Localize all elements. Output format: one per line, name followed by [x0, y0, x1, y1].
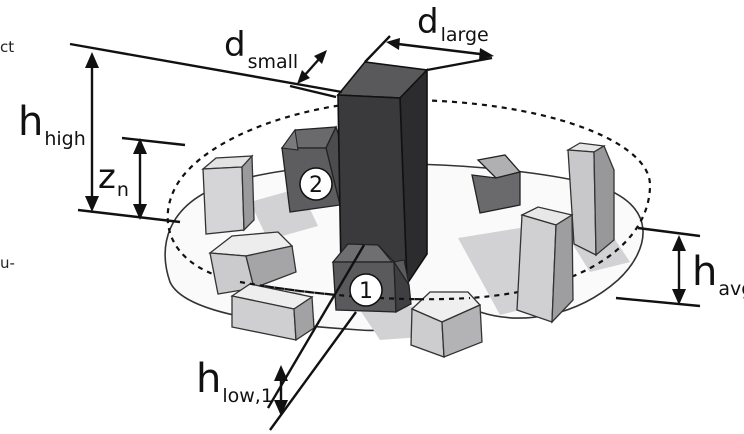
marker-1-text: 1	[359, 279, 373, 304]
marker-2-text: 2	[309, 173, 323, 198]
label-h-low-1: hlow,1	[196, 356, 273, 407]
building-right-dark	[471, 154, 522, 214]
h-high-arrowhead-top	[85, 52, 99, 68]
h-high-top-extension	[69, 42, 343, 94]
label-h-avg-main: h	[692, 249, 717, 295]
building-left-gable	[208, 231, 297, 295]
label-h-high: hhigh	[18, 99, 86, 150]
average-height-ring-front	[239, 280, 471, 301]
label-h-high-sub: high	[44, 128, 85, 150]
label-h-avg: havg	[692, 249, 744, 300]
building-tall-tower	[336, 61, 429, 287]
label-d-small-main: d	[224, 25, 246, 65]
z-n-top-extension	[121, 136, 186, 147]
marker-2: 2	[299, 167, 333, 201]
z-n-arrowhead-top	[133, 138, 147, 154]
label-z-n: zn	[98, 157, 129, 201]
label-h-avg-sub: avg	[718, 278, 744, 300]
h-low-arrowhead-top	[274, 365, 288, 381]
label-d-small-sub: small	[248, 51, 299, 73]
d-large-arrowhead-right	[479, 48, 494, 60]
label-z-n-sub: n	[117, 179, 129, 201]
label-d-large-sub: large	[441, 24, 489, 46]
building-right-front	[516, 206, 574, 324]
label-h-low-1-main: h	[196, 356, 221, 402]
h-low-arrowhead-bottom	[274, 400, 288, 416]
d-small-arrowhead-b	[314, 50, 327, 64]
h-avg-top-extension	[637, 226, 701, 238]
label-d-large-main: d	[417, 2, 439, 42]
cropped-text-top: ct	[0, 38, 14, 56]
d-small-extension	[289, 84, 337, 99]
h-avg-bottom-extension	[615, 296, 701, 308]
h-low-extension-b	[269, 311, 357, 431]
building-front-right	[410, 291, 483, 358]
z-n-arrowhead-bottom	[133, 204, 147, 220]
ground-extension-line	[77, 208, 181, 224]
label-h-high-main: h	[18, 99, 43, 145]
d-small-arrowhead-a	[297, 70, 310, 84]
label-h-low-1-sub: low,1	[222, 385, 273, 407]
marker-1: 1	[349, 273, 383, 307]
d-large-ext-right	[426, 56, 493, 72]
building-left-tall	[201, 154, 255, 235]
d-small-arrow	[303, 57, 321, 77]
d-large-arrow	[397, 42, 481, 56]
h-avg-arrowhead-bottom	[672, 289, 686, 305]
building-right-tall	[565, 142, 615, 257]
label-z-n-main: z	[98, 157, 116, 197]
d-large-ext-left	[364, 35, 391, 63]
h-avg-arrowhead-top	[672, 235, 686, 251]
d-large-arrowhead-left	[386, 38, 400, 50]
cropped-text-mid: u-	[0, 254, 15, 272]
h-high-arrowhead-bottom	[85, 196, 99, 212]
